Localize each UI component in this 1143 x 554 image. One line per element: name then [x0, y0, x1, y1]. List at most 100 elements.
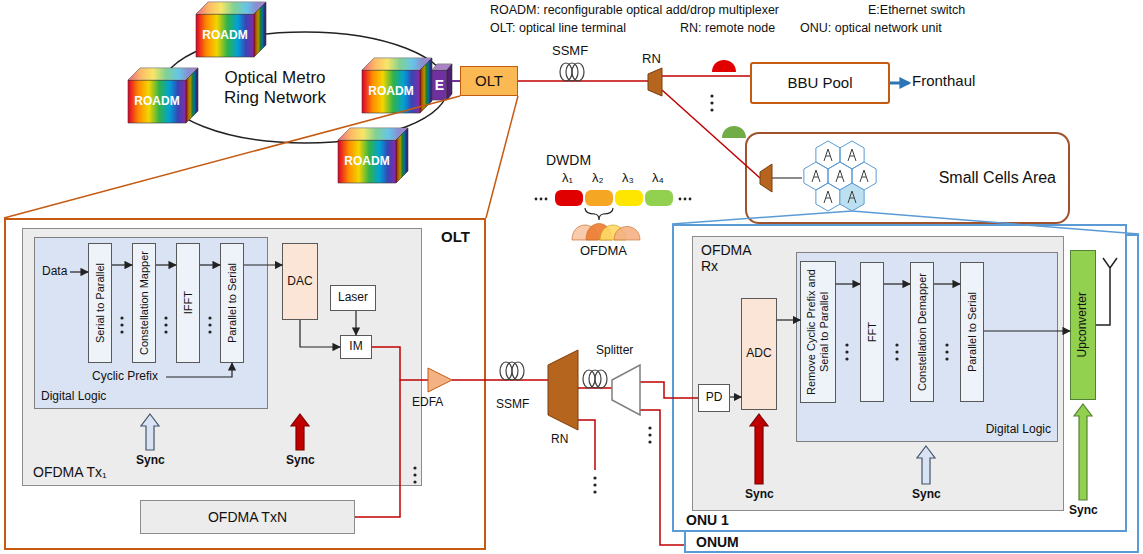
vertical-label: Constellation Demapper	[916, 273, 929, 391]
coil-loop	[512, 362, 524, 380]
vertical-label: Constellation Mapper	[138, 251, 151, 355]
ellipsis-dot	[684, 198, 687, 201]
sync-arrow	[141, 414, 159, 450]
subcarrier-shape	[600, 225, 626, 240]
ellipsis-dot	[710, 108, 713, 111]
fiber-coil	[560, 63, 584, 81]
signal-arrow	[156, 264, 176, 265]
zoom-line	[672, 211, 852, 224]
box-shade	[186, 68, 198, 123]
signal-arrow	[836, 283, 860, 284]
label-text: SSMF	[552, 44, 588, 59]
coil-loop	[560, 63, 572, 81]
zoom-lines	[4, 96, 1139, 234]
subcarrier-shape	[586, 224, 612, 241]
remote-node-symbol	[760, 164, 772, 192]
tower-symbol	[836, 170, 844, 182]
coil-loop	[572, 63, 584, 81]
node-label: ROADM	[344, 155, 389, 169]
fiber-coil	[500, 362, 524, 380]
ellipsis-dot	[208, 316, 211, 319]
coil-loop	[583, 370, 595, 388]
label-text: λ₃	[622, 171, 634, 186]
node-label: ADC	[746, 347, 771, 361]
area-box: Small Cells Area	[745, 132, 1070, 224]
wavelength-block	[585, 190, 613, 206]
signal-arrows	[70, 83, 1117, 377]
upconverter-box: Upconverter	[1070, 250, 1096, 400]
node-label: Optical Metro Ring Network	[215, 68, 335, 107]
fiber-line	[640, 382, 698, 398]
wavelength-block	[555, 190, 583, 206]
brace	[585, 208, 613, 220]
sync-arrow	[750, 414, 768, 484]
ellipsis-dot	[945, 350, 948, 353]
process-box: IFFT	[176, 243, 200, 363]
sync-arrow	[917, 446, 935, 484]
ellipsis-dot	[845, 350, 848, 353]
node-label: ROADM	[202, 29, 247, 43]
ellipsis-dot	[593, 476, 596, 479]
signal-arrow	[244, 264, 282, 265]
signal-arrow	[777, 319, 801, 320]
ellipsis-dot	[120, 330, 123, 333]
switch-box: E	[432, 64, 452, 100]
label-text: RN	[642, 52, 661, 67]
splitter-symbol	[612, 365, 640, 415]
signal-arrow	[300, 320, 340, 347]
roadm-box: ROADM	[128, 68, 198, 123]
ellipsis-dot	[593, 490, 596, 493]
coil-loop	[506, 362, 518, 380]
roadm-box: ROADM	[362, 58, 432, 113]
cell-hexagon	[816, 183, 840, 211]
signal-icon	[712, 60, 736, 72]
roadm-box: ROADM	[338, 128, 408, 183]
ellipsis-dot	[593, 483, 596, 486]
label-text: λ₂	[592, 171, 604, 186]
data-arrow	[70, 271, 88, 272]
cell-hexagon	[816, 141, 840, 169]
ellipsis-dot	[164, 323, 167, 326]
box-face	[186, 68, 198, 123]
process-box: FFT	[860, 262, 884, 402]
node-label: E	[435, 77, 444, 93]
tower-symbol	[860, 170, 868, 182]
ellipsis-dot	[164, 330, 167, 333]
ellipsis-dot	[545, 198, 548, 201]
label-text: OFDMA	[580, 244, 627, 259]
laser-box: Laser	[330, 285, 376, 311]
fiber-line	[640, 410, 684, 545]
box-shade	[396, 128, 408, 183]
unit-panel: ONU 1OFDMA RxPDADCDigital LogicRemove Cy…	[672, 224, 1127, 532]
ellipsis-dot	[540, 198, 543, 201]
node-label: OLT	[475, 72, 503, 89]
wavelength-block	[615, 190, 643, 206]
antenna-symbol	[1096, 258, 1117, 325]
label-text: EDFA	[412, 396, 443, 410]
process-box: Parallel to Serial	[960, 262, 984, 402]
fiber-lines	[355, 76, 760, 545]
node-label: BBU Pool	[787, 74, 852, 91]
box-shade	[254, 2, 266, 57]
fiber-line	[355, 380, 400, 517]
label-text: ROADM: reconfigurable optical add/drop m…	[490, 3, 779, 17]
label-text: ONU: optical network unit	[800, 21, 942, 35]
ellipsis-dot	[710, 94, 713, 97]
ellipsis-dot	[845, 357, 848, 360]
vertical-label: Remove Cyclic Prefix and Serial to Paral…	[805, 266, 830, 398]
node-label: ONUM	[696, 535, 739, 550]
cell-feed-line	[772, 177, 802, 178]
box-shade	[447, 64, 452, 100]
node-label: ONU 1	[686, 513, 729, 528]
remote-node-symbol	[548, 350, 578, 430]
fiber-line	[372, 347, 428, 380]
node-label: Laser	[338, 291, 368, 305]
pool-box: BBU Pool	[750, 62, 890, 104]
vertical-label: IFFT	[182, 291, 195, 314]
terminal-panel: OLTOFDMA Tx₁Digital LogicSerial to Paral…	[4, 218, 486, 550]
label-text: λ₄	[652, 171, 664, 186]
node-label: PD	[706, 391, 723, 405]
cell-hexagon	[804, 162, 828, 190]
node-label: OLT	[441, 228, 470, 245]
coil-loop	[589, 370, 601, 388]
